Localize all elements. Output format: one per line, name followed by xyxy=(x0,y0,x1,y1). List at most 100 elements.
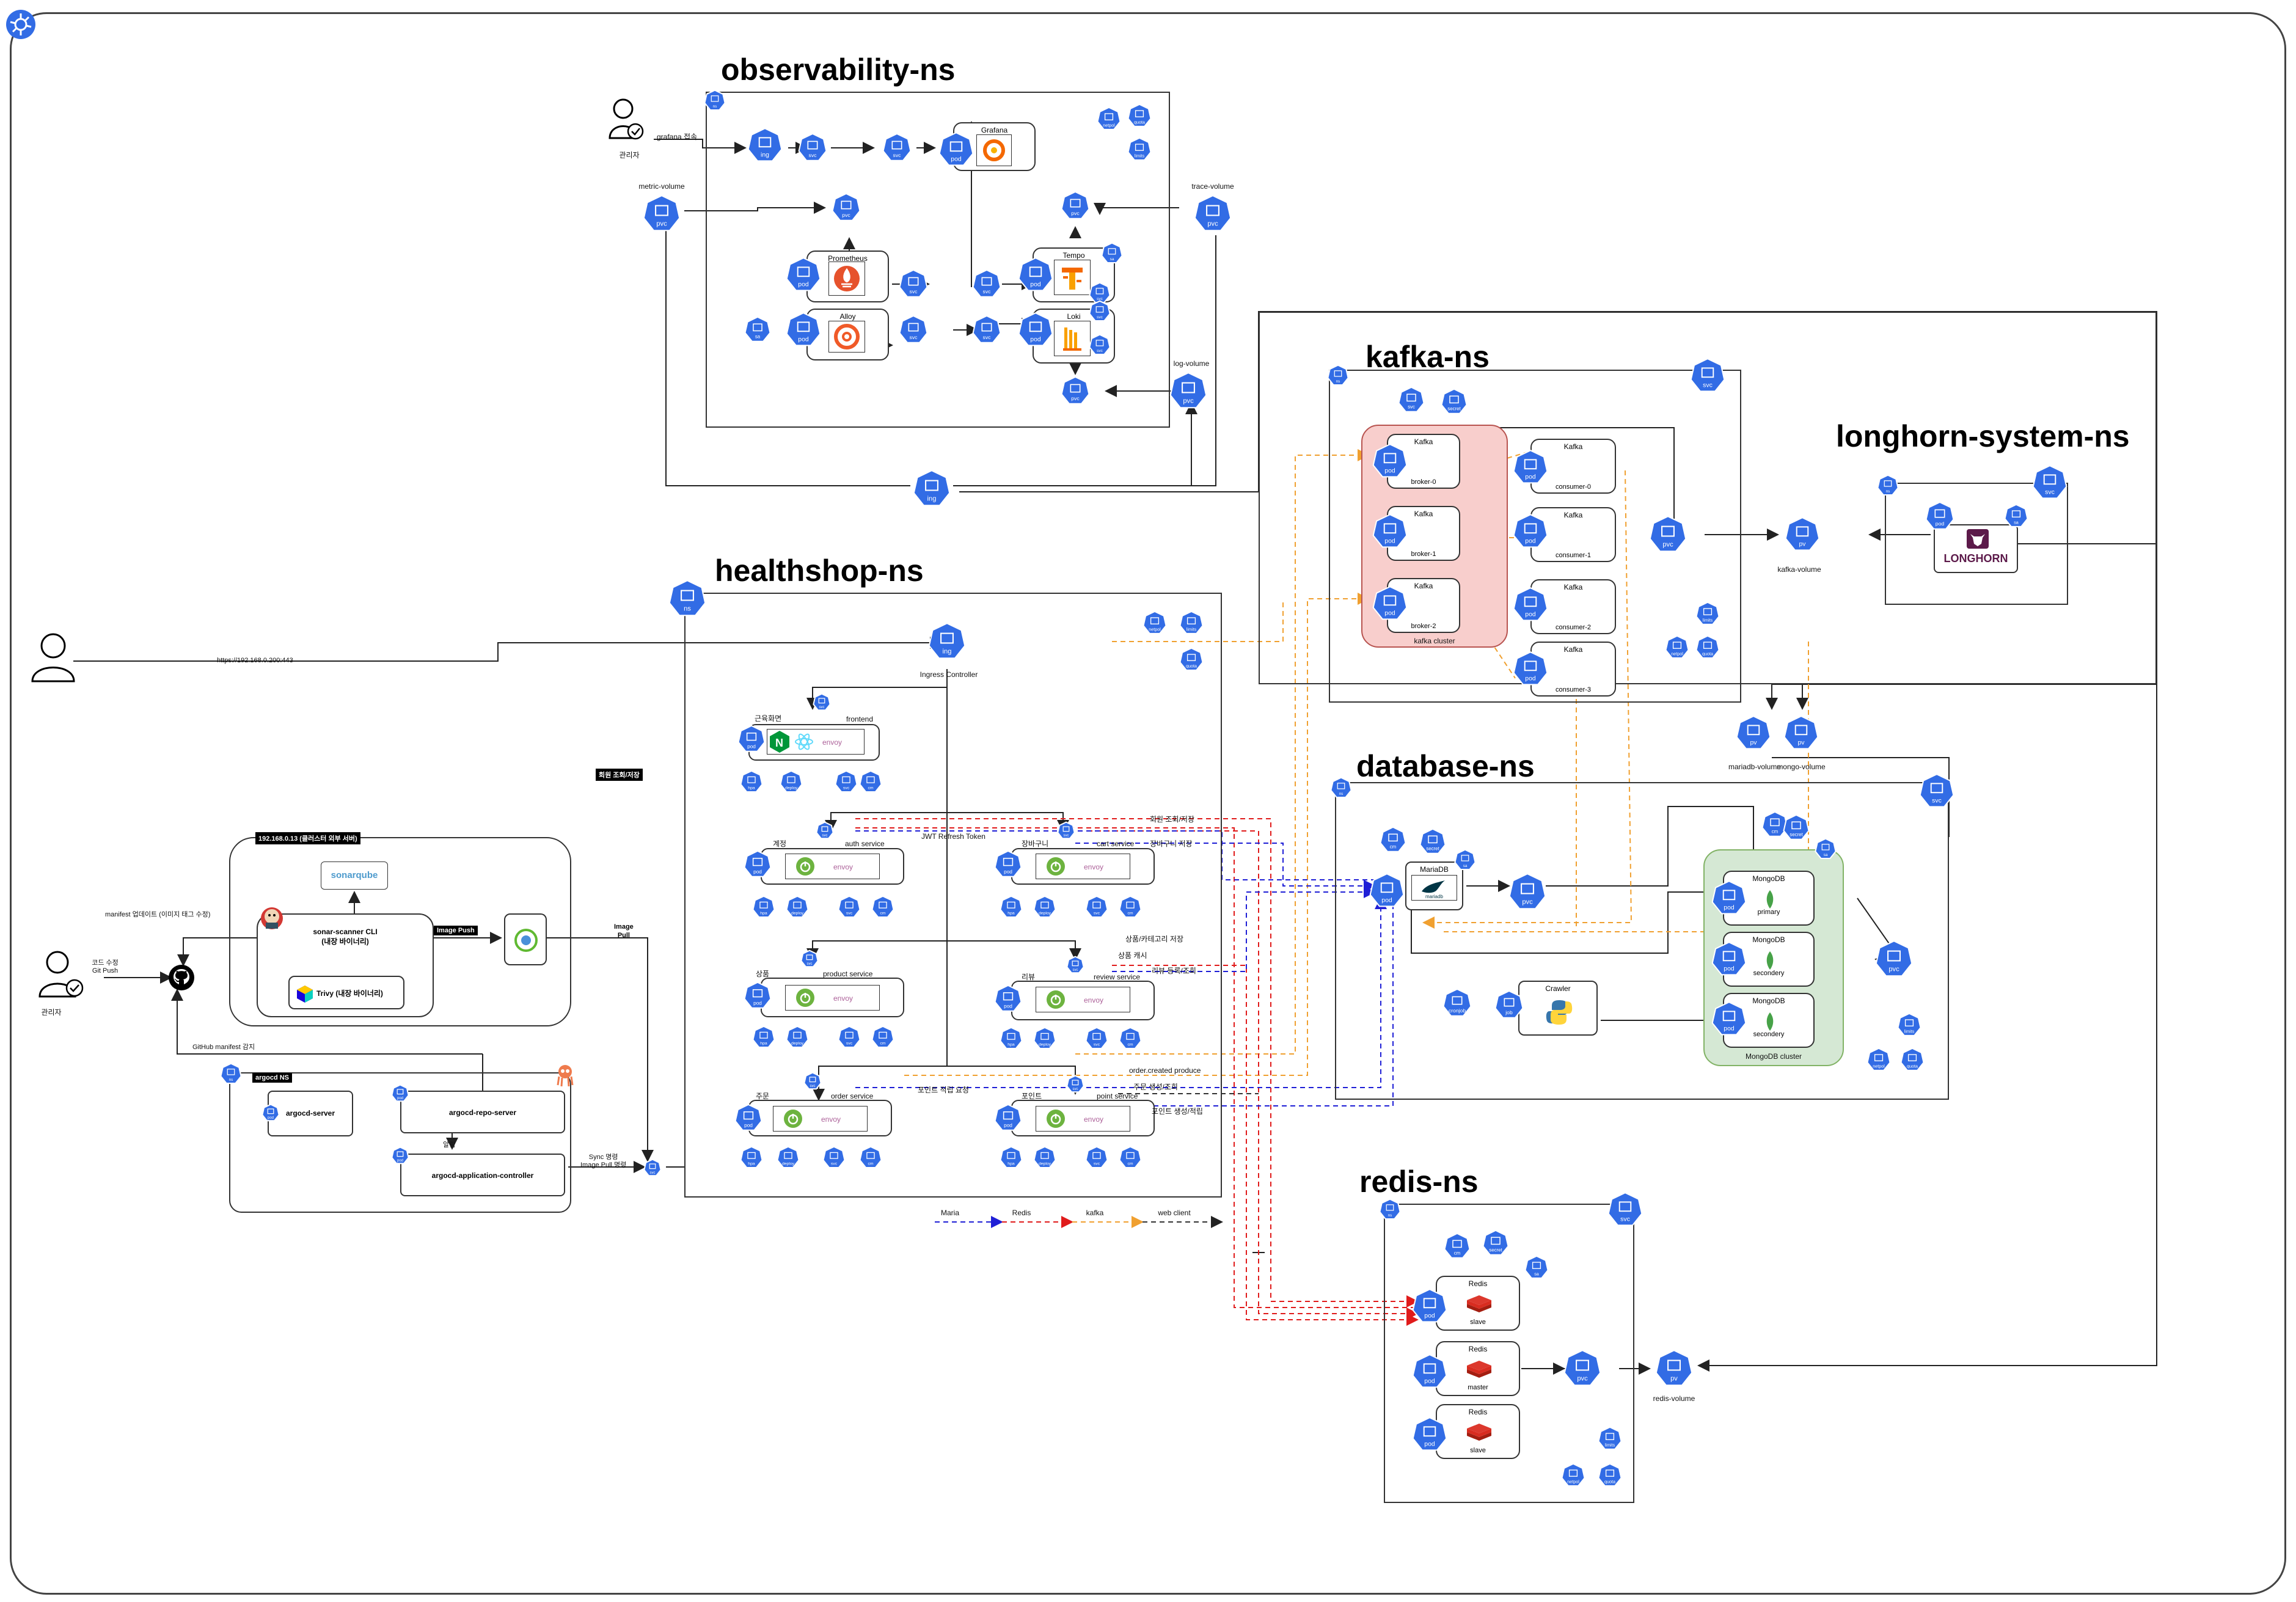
consumer-2-title: Kafka xyxy=(1563,583,1583,591)
svg-text:cm: cm xyxy=(1772,829,1779,835)
svg-text:svc: svc xyxy=(983,288,992,294)
pv-resource-icon: pv xyxy=(1783,715,1819,750)
svg-text:pvc: pvc xyxy=(1662,541,1673,548)
pod-resource-icon: pod xyxy=(1369,872,1405,907)
longhorn-ns-box xyxy=(1885,483,2068,605)
svg-text:secret: secret xyxy=(1790,832,1803,838)
svc-resource-icon: svc xyxy=(1066,956,1084,974)
svg-text:hpa: hpa xyxy=(1007,1162,1015,1166)
pod-resource-icon: pod xyxy=(737,725,766,752)
svc-resource-icon: svc xyxy=(2032,464,2067,499)
svg-text:pod: pod xyxy=(1384,610,1395,616)
svg-text:svc: svc xyxy=(1073,968,1078,972)
kafka-ns-box xyxy=(1329,370,1741,703)
order-logos: envoy xyxy=(773,1106,868,1132)
crawler-label: Crawler xyxy=(1545,984,1571,993)
redis-icon xyxy=(1467,1295,1491,1312)
svg-text:pv: pv xyxy=(1750,739,1757,746)
svg-text:pv: pv xyxy=(1797,739,1805,746)
pod-resource-icon: pod xyxy=(744,850,772,877)
cicd-admin-label: 관리자 xyxy=(41,1008,62,1017)
svg-text:pod: pod xyxy=(747,744,756,749)
svg-text:cm: cm xyxy=(868,786,873,791)
hpa-resource-icon: hpa xyxy=(1000,895,1023,918)
svc-resource-icon: svc xyxy=(803,1072,822,1090)
kubernetes-icon xyxy=(6,10,35,39)
mongodb-primary-title: MongoDB xyxy=(1752,874,1785,883)
broker-0-label: broker-0 xyxy=(1411,478,1436,486)
svg-text:ns: ns xyxy=(229,1078,233,1082)
redis-slave-2-card: Redis slave xyxy=(1436,1404,1520,1459)
deploy-resource-icon: deploy xyxy=(1033,1026,1056,1050)
svg-text:svc: svc xyxy=(1073,1088,1078,1091)
svg-text:svc: svc xyxy=(893,152,902,158)
limits-resource-icon: limits xyxy=(1127,137,1152,161)
svg-text:ns: ns xyxy=(713,104,717,109)
svg-text:sa: sa xyxy=(2014,519,2019,525)
sa-resource-icon: sa xyxy=(744,316,771,342)
member-badge: 회원 조회/저장 xyxy=(596,769,643,781)
legend-kafka: kafka xyxy=(1086,1209,1104,1217)
redis-slave-1-label: slave xyxy=(1470,1319,1486,1326)
cart-save-label: 장바구니 저장 xyxy=(1150,839,1193,848)
svg-text:svc: svc xyxy=(1064,834,1069,838)
pod-resource-icon: pod xyxy=(1513,513,1548,548)
pod-resource-icon: pod xyxy=(1412,1288,1447,1323)
spring-envoy-icon: envoy xyxy=(796,989,853,1007)
svg-text:ns: ns xyxy=(1388,1213,1392,1218)
product-envoy-text: envoy xyxy=(833,994,853,1003)
legend-maria: Maria xyxy=(940,1209,960,1217)
pvc-resource-icon: pvc xyxy=(1061,191,1090,219)
svg-text:svc: svc xyxy=(846,912,853,916)
argocd-app-box: argocd-application-controller xyxy=(400,1154,565,1196)
svg-text:deploy: deploy xyxy=(1039,1162,1051,1166)
pod-resource-icon: pod xyxy=(1412,1353,1447,1388)
github-detect-label: GitHub manifest 감지 xyxy=(192,1044,255,1051)
argocd-ns-label: argocd NS xyxy=(252,1073,293,1083)
image-pull-label: Image Pull xyxy=(614,923,634,939)
svg-text:deploy: deploy xyxy=(782,1162,795,1166)
svg-text:sa: sa xyxy=(1824,853,1828,857)
tempo-label: Tempo xyxy=(1062,251,1085,260)
redis-master-label: master xyxy=(1468,1384,1488,1391)
spring-envoy-icon: envoy xyxy=(1047,990,1103,1009)
svc-resource-icon: svc xyxy=(813,693,831,711)
svg-text:svc: svc xyxy=(1097,297,1103,301)
netpol-resource-icon: netpol xyxy=(1866,1047,1891,1072)
svg-text:netpol: netpol xyxy=(1873,1063,1885,1069)
svg-text:svc: svc xyxy=(843,786,850,791)
svg-text:pod: pod xyxy=(1724,965,1735,972)
prometheus-label: Prometheus xyxy=(828,254,868,263)
svg-text:pod: pod xyxy=(1525,538,1536,544)
svg-text:svc: svc xyxy=(983,334,992,340)
svg-text:pod: pod xyxy=(1525,474,1536,480)
svg-text:N: N xyxy=(775,737,783,749)
redis-ns-box xyxy=(1384,1204,1634,1503)
svg-text:pvc: pvc xyxy=(1522,898,1533,905)
svg-text:pod: pod xyxy=(1525,611,1536,618)
mongodb-leaf-icon xyxy=(1766,890,1774,909)
svc-resource-icon: svc xyxy=(1085,1146,1108,1169)
svg-text:pod: pod xyxy=(951,156,962,163)
pod-resource-icon: pod xyxy=(994,850,1022,877)
pvc-resource-icon: pvc xyxy=(1194,194,1232,232)
hpa-resource-icon: hpa xyxy=(740,1146,763,1169)
cluster-frame xyxy=(10,12,2286,1595)
longhorn-card: LONGHORN xyxy=(1934,524,2018,573)
registry-box xyxy=(504,913,547,965)
hpa-resource-icon: hpa xyxy=(1000,1146,1023,1169)
consumer-1-title: Kafka xyxy=(1563,511,1583,519)
svc-resource-icon: svc xyxy=(838,1025,861,1048)
trivy-icon xyxy=(297,986,313,1003)
svg-text:pod: pod xyxy=(1004,1122,1012,1128)
svc-resource-icon: svc xyxy=(816,821,834,839)
svg-text:pod: pod xyxy=(1424,1378,1435,1384)
alloy-icon xyxy=(834,324,860,349)
ingress-controller-label: Ingress Controller xyxy=(919,670,978,679)
svg-text:pod: pod xyxy=(397,1159,403,1163)
svc-resource-icon: svc xyxy=(899,315,928,343)
svg-text:hpa: hpa xyxy=(1007,912,1015,916)
tempo-icon xyxy=(1062,268,1083,290)
cronjob-resource-icon: cronjob xyxy=(1442,988,1472,1017)
